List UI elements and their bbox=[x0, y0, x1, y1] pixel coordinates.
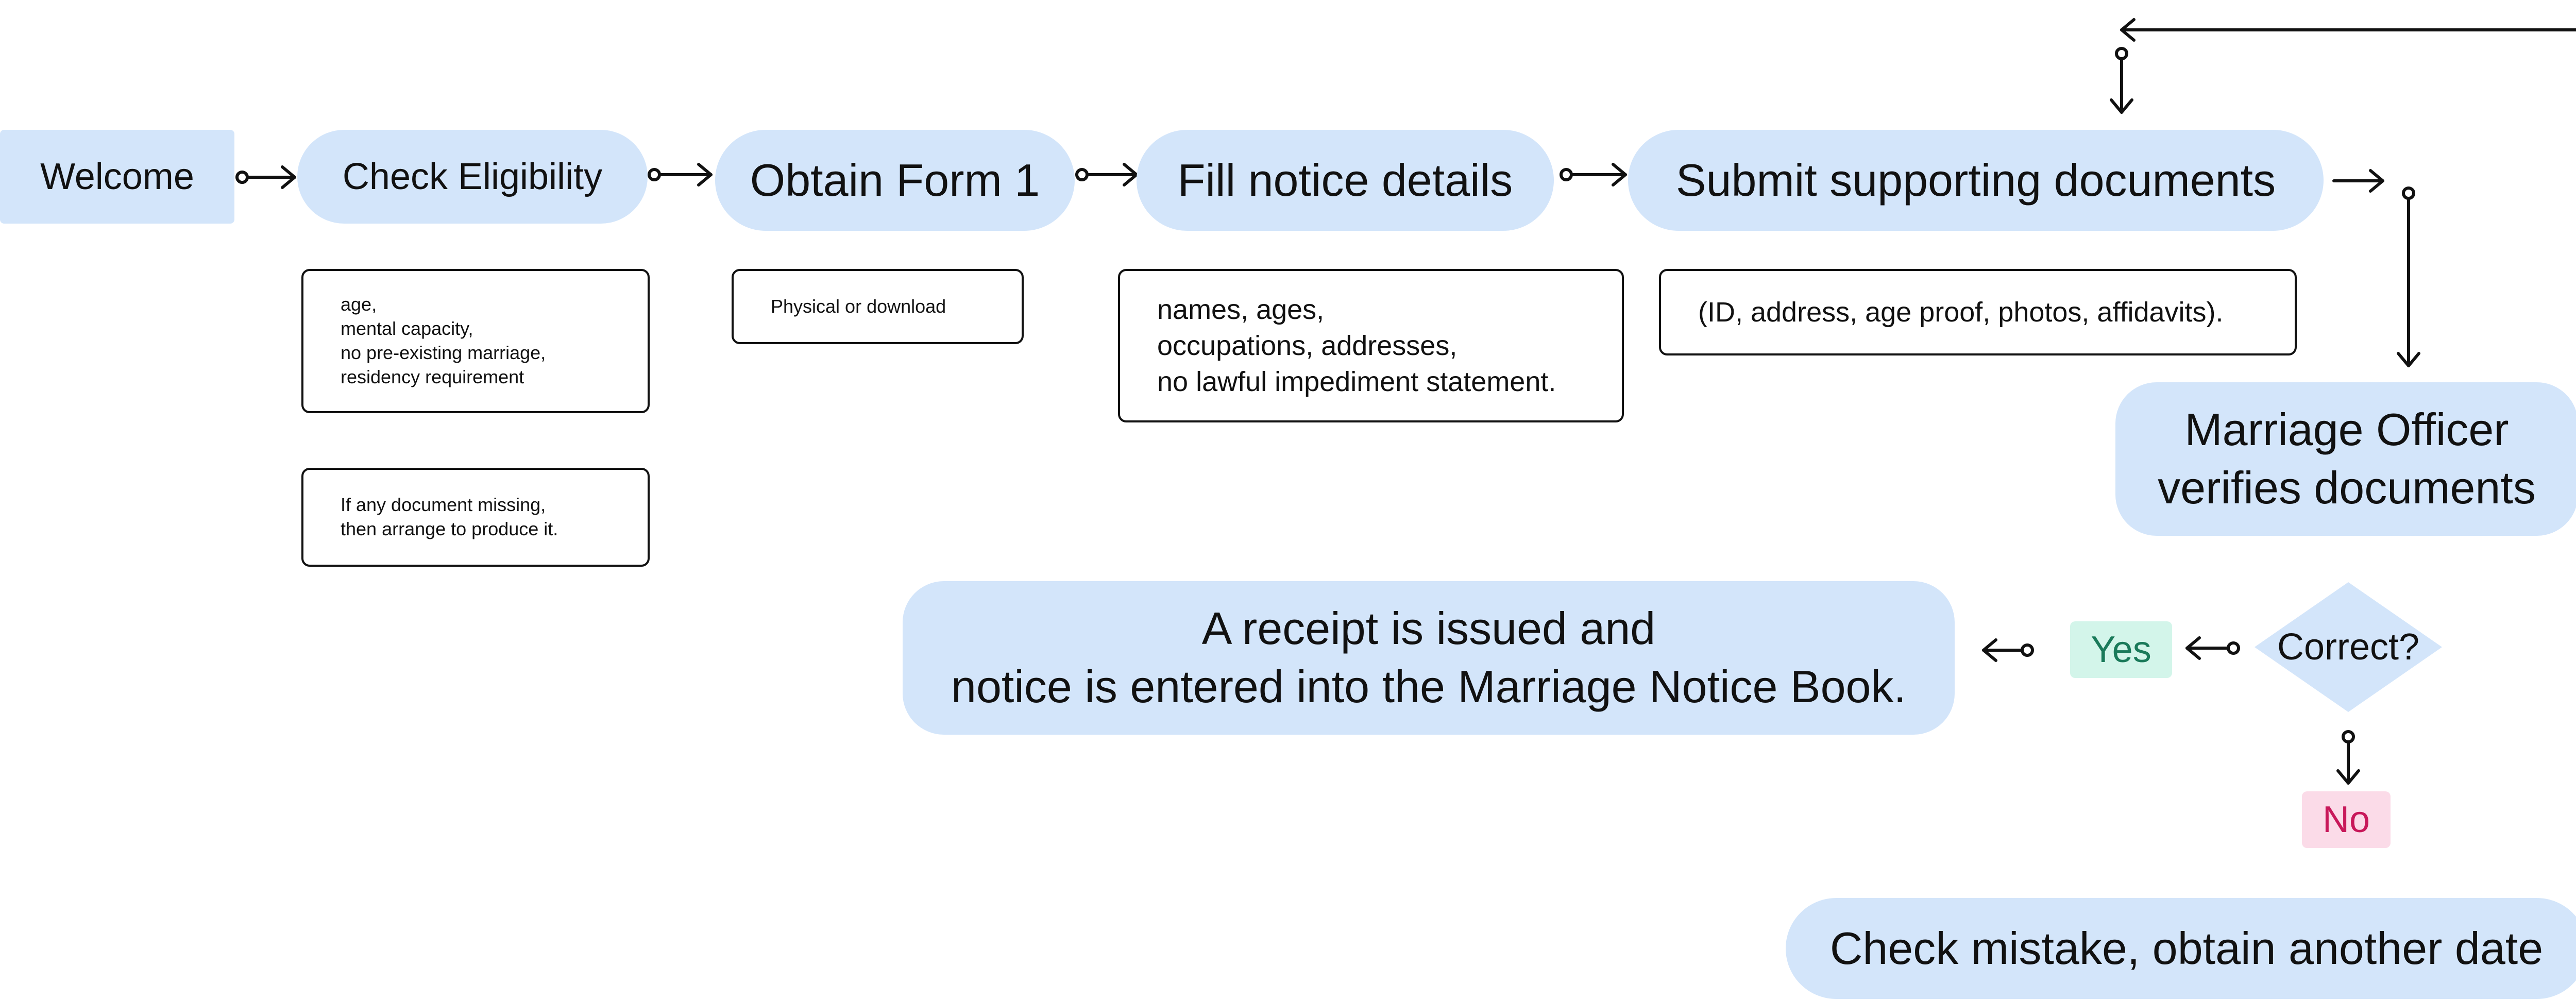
arrow-eligibility-to-form bbox=[648, 163, 713, 187]
step-welcome: Welcome bbox=[0, 130, 234, 224]
note-eligibility-criteria: age, mental capacity, no pre-existing ma… bbox=[301, 269, 650, 413]
step-submit-documents: Submit supporting documents bbox=[1628, 130, 2324, 231]
arrow-mistake-loop-back bbox=[2110, 18, 2576, 114]
decision-diamond bbox=[2255, 582, 2442, 712]
arrow-documents-to-officer bbox=[2332, 169, 2420, 367]
note-missing-document: If any document missing, then arrange to… bbox=[301, 468, 650, 567]
branch-no-badge: No bbox=[2302, 791, 2391, 848]
arrow-form-to-notice bbox=[1075, 163, 1138, 187]
step-check-mistake: Check mistake, obtain another date bbox=[1786, 898, 2576, 999]
note-form-source: Physical or download bbox=[732, 269, 1024, 344]
arrow-decision-to-no bbox=[2336, 730, 2360, 785]
step-officer-verifies: Marriage Officer verifies documents bbox=[2115, 382, 2576, 536]
arrow-yes-to-receipt bbox=[1982, 638, 2034, 662]
note-documents-list: (ID, address, age proof, photos, affidav… bbox=[1659, 269, 2297, 355]
arrow-welcome-to-eligibility bbox=[235, 165, 296, 189]
step-obtain-form: Obtain Form 1 bbox=[715, 130, 1075, 231]
step-check-eligibility: Check Eligibility bbox=[297, 130, 648, 224]
step-fill-notice: Fill notice details bbox=[1137, 130, 1554, 231]
branch-yes-badge: Yes bbox=[2070, 621, 2172, 678]
arrow-notice-to-documents bbox=[1560, 163, 1627, 187]
arrow-decision-to-yes bbox=[2185, 636, 2240, 660]
decision-label: Correct? bbox=[2277, 626, 2420, 668]
step-receipt-issued: A receipt is issued and notice is entere… bbox=[903, 581, 1955, 735]
note-notice-fields: names, ages, occupations, addresses, no … bbox=[1118, 269, 1624, 422]
